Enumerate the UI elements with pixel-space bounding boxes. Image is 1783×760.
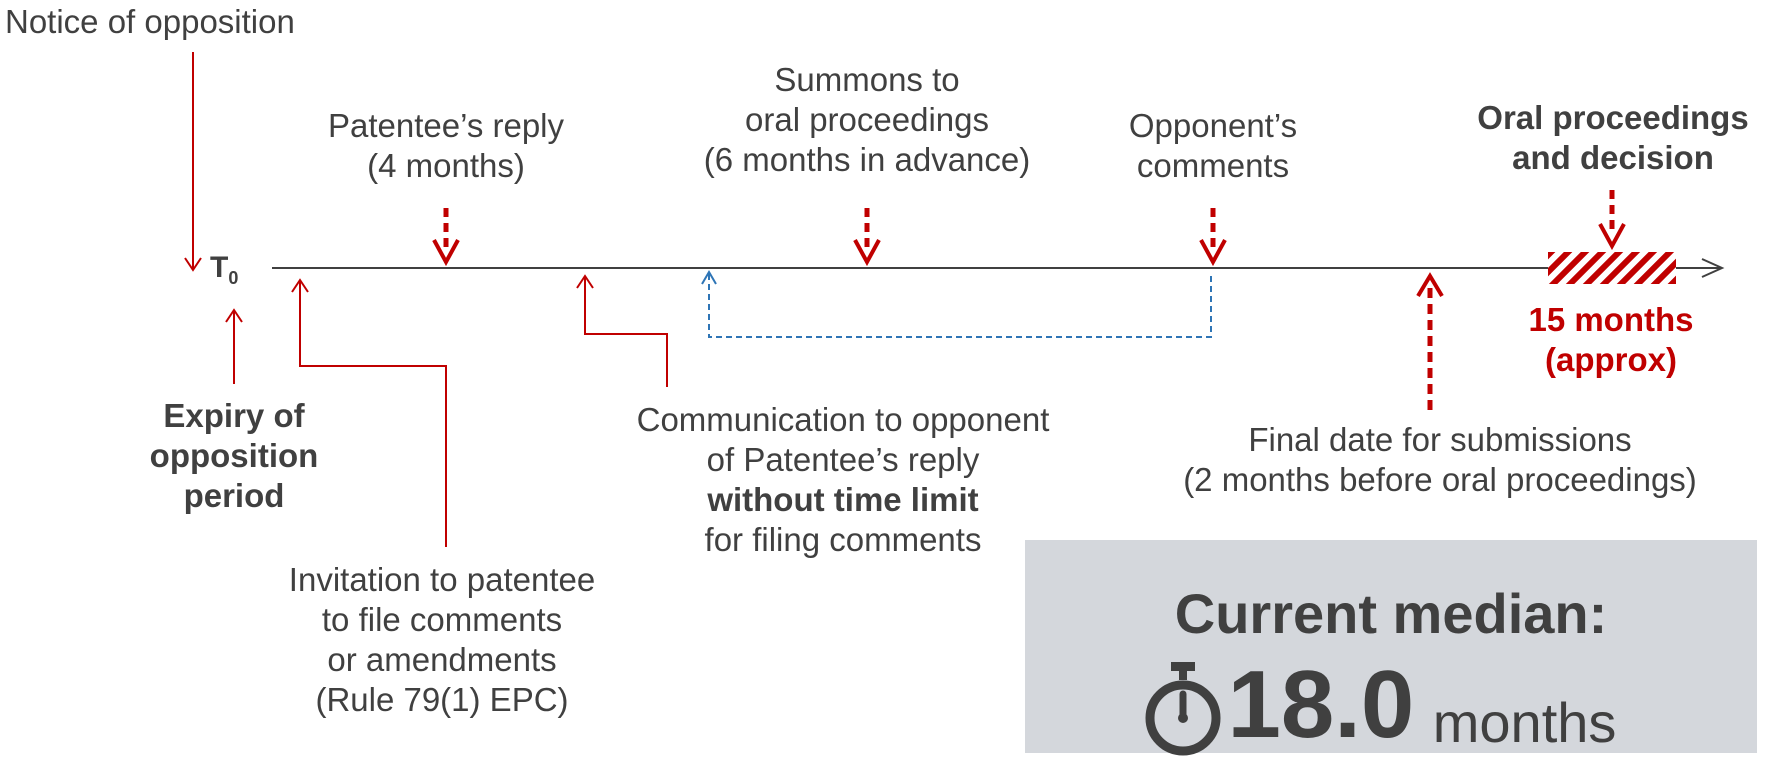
oral-proceedings-period (1548, 252, 1676, 284)
summons-line-3: (6 months in advance) (703, 141, 1031, 178)
response-window-bracket (708, 272, 1212, 338)
patentee-reply-label: Patentee’s reply (4 months) (296, 106, 596, 186)
patentee-reply-line-2: (4 months) (367, 147, 525, 184)
oral-proceedings-marker (1598, 190, 1626, 251)
communication-line-3: without time limit (707, 481, 979, 518)
summons-line-2: oral proceedings (745, 101, 989, 138)
notice-of-opposition-label: Notice of opposition (5, 3, 295, 40)
final-date-line-1: Final date for submissions (1248, 421, 1632, 458)
summons-marker (853, 208, 881, 267)
t0-sub: 0 (228, 268, 239, 288)
notice-arrowhead (184, 257, 202, 272)
invitation-line-2: to file comments (321, 601, 563, 638)
expiry-label: Expiry of opposition period (114, 396, 354, 516)
opponent-comments-label: Opponent’s comments (1113, 106, 1313, 186)
current-median-unit: months (1432, 691, 1617, 754)
final-date-label: Final date for submissions (2 months bef… (1130, 420, 1750, 500)
opponent-comments-marker (1199, 208, 1227, 267)
invitation-arrowhead (291, 278, 309, 293)
opponent-comments-line-1: Opponent’s (1128, 107, 1298, 144)
communication-connector (584, 276, 668, 387)
invitation-label: Invitation to patentee to file comments … (262, 560, 622, 720)
communication-line-1: Communication to opponent (636, 401, 1050, 438)
fifteen-months-line-2: (approx) (1545, 341, 1677, 378)
opponent-comments-line-2: comments (1136, 147, 1290, 184)
invitation-line-4: (Rule 79(1) EPC) (315, 681, 569, 718)
expiry-arrowhead (225, 308, 243, 323)
oral-proceedings-line-2: and decision (1512, 139, 1714, 176)
fifteen-months-label: 15 months (approx) (1486, 300, 1736, 380)
t0-main: T (210, 251, 229, 284)
invitation-line-1: Invitation to patentee (288, 561, 596, 598)
current-median-box: Current median: 18.0 months (1025, 540, 1757, 758)
expiry-line-2: opposition (149, 437, 319, 474)
current-median-value-row: 18.0 months (1143, 650, 1616, 760)
final-date-line-2: (2 months before oral proceedings) (1183, 461, 1697, 498)
response-window-arrowhead (701, 270, 717, 285)
final-date-marker (1416, 272, 1444, 410)
patentee-reply-marker (432, 208, 460, 267)
summons-line-1: Summons to (774, 61, 960, 98)
t0-label: T0 (210, 248, 238, 298)
communication-line-4: for filing comments (704, 521, 982, 558)
communication-arrowhead (576, 274, 594, 289)
patentee-reply-line-1: Patentee’s reply (327, 107, 565, 144)
expiry-line-3: period (183, 477, 285, 514)
invitation-connector (299, 280, 447, 547)
stopwatch-icon (1145, 662, 1221, 756)
communication-line-2: of Patentee’s reply (706, 441, 980, 478)
timeline-arrowhead (1701, 258, 1725, 278)
current-median-value: 18.0 (1227, 651, 1415, 758)
communication-label: Communication to opponent of Patentee’s … (598, 400, 1088, 560)
current-median-label: Current median: (1174, 582, 1608, 645)
invitation-line-3: or amendments (327, 641, 557, 678)
oral-proceedings-line-1: Oral proceedings (1477, 99, 1749, 136)
fifteen-months-line-1: 15 months (1528, 301, 1694, 338)
oral-proceedings-label: Oral proceedings and decision (1448, 98, 1778, 178)
summons-label: Summons to oral proceedings (6 months in… (672, 60, 1062, 180)
expiry-line-1: Expiry of (163, 397, 305, 434)
